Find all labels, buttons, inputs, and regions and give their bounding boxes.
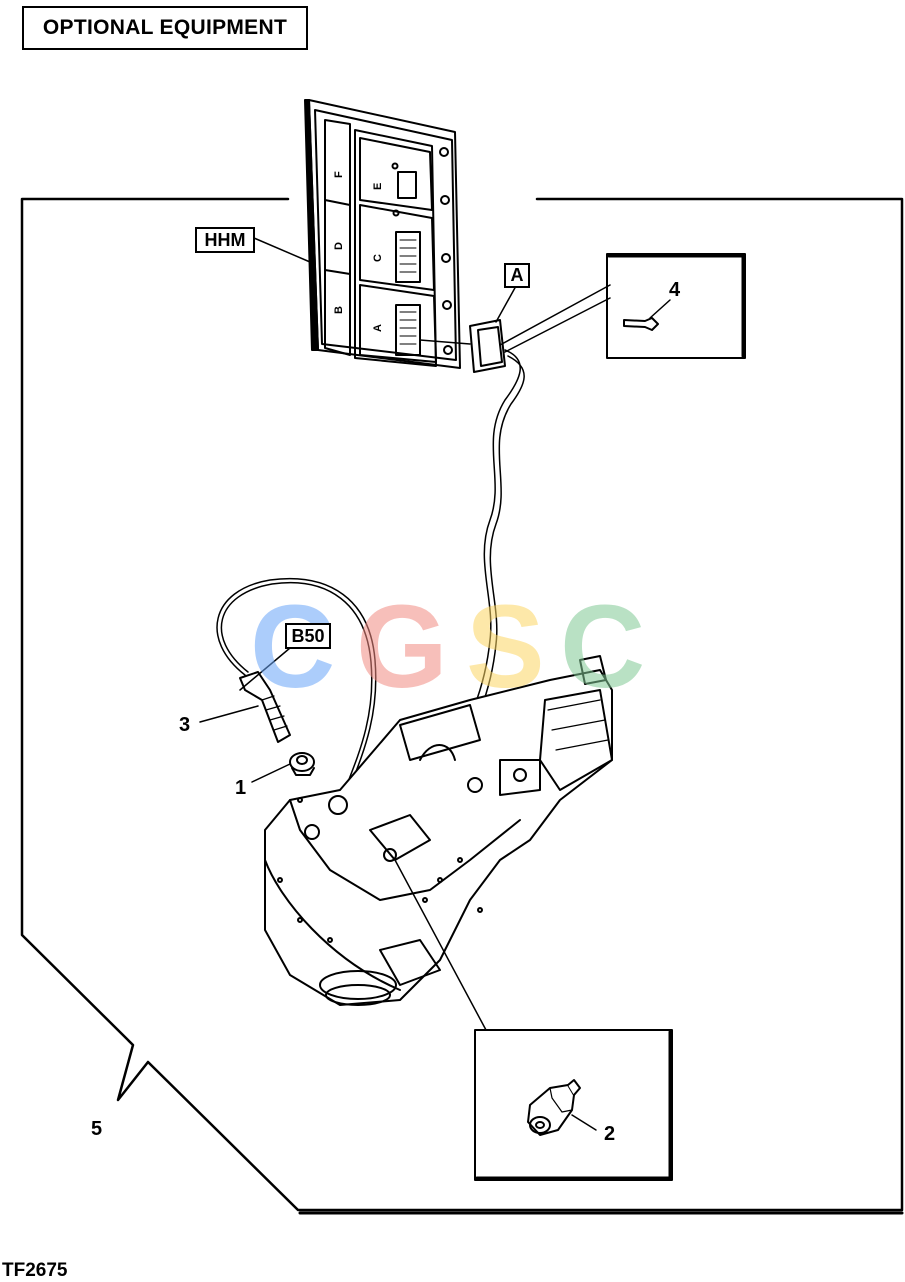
port-label-a: A (372, 324, 384, 332)
callout-2: 2 (604, 1123, 616, 1145)
tag-connector-a: A (504, 263, 530, 288)
port-label-c: C (372, 254, 384, 262)
watermark-letter-2: G (356, 581, 448, 713)
callout-3: 3 (179, 714, 191, 736)
harness-bracket (20, 197, 904, 1212)
watermark-letter-4: C (560, 581, 646, 713)
port-label-e: E (372, 183, 384, 190)
detail-box-terminal (606, 253, 746, 359)
detail-box-adapter (474, 1029, 673, 1181)
adapter-fitting (527, 1079, 597, 1136)
port-label-f: F (333, 171, 345, 178)
port-label-b: B (333, 306, 345, 314)
sensor-nut (289, 752, 315, 776)
figure-id: TF2675 (2, 1260, 68, 1281)
speed-sensor (239, 671, 291, 743)
section-title: OPTIONAL EQUIPMENT (22, 6, 308, 50)
harness-connector-a (419, 319, 506, 373)
callout-5: 5 (91, 1118, 103, 1140)
callout-1: 1 (235, 777, 247, 799)
watermark-letter-3: S (466, 581, 545, 713)
transmission-assembly (264, 655, 613, 1006)
controller-module (304, 99, 461, 369)
tag-hhm: HHM (195, 227, 255, 253)
tag-sensor-b50: B50 (285, 623, 331, 649)
callout-4: 4 (669, 279, 681, 301)
port-label-d: D (333, 242, 345, 250)
terminal-pin (623, 299, 671, 331)
